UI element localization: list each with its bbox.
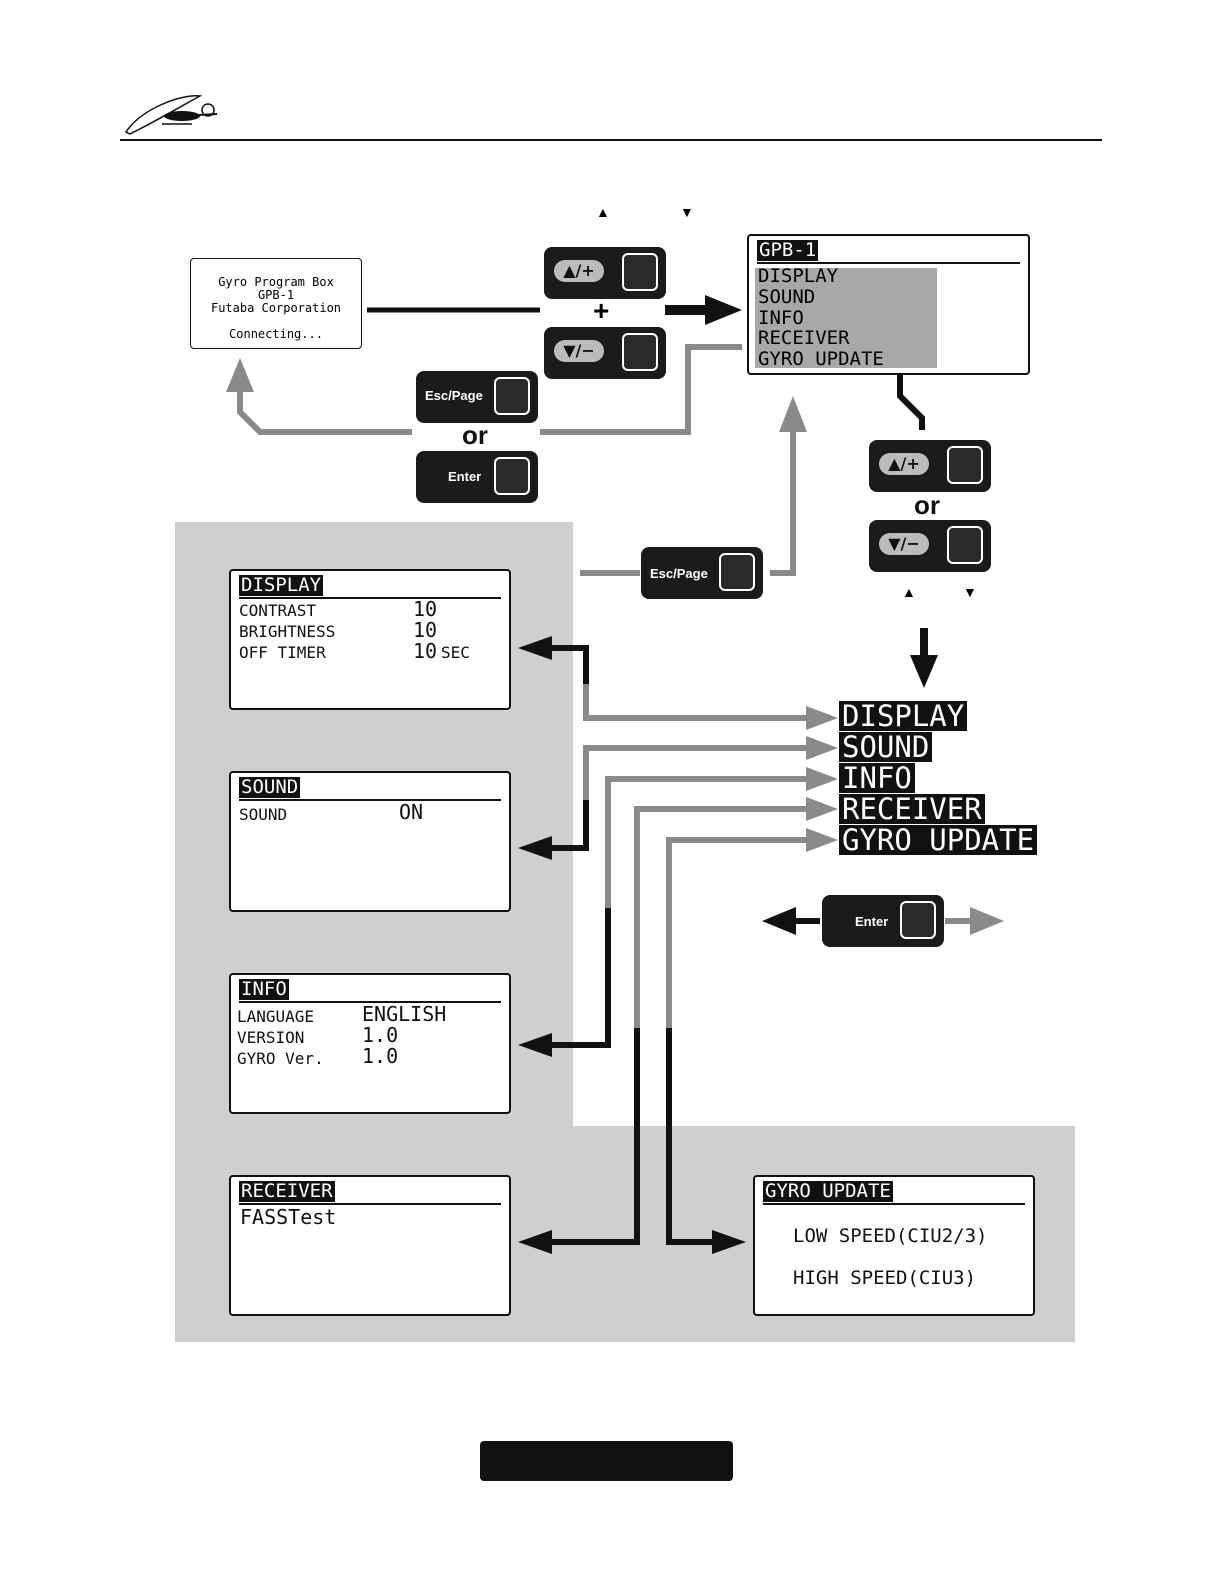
helicopter-logo-icon [122,88,222,138]
menu-list-item-info: INFO [839,763,915,793]
menu-list-item-receiver: RECEIVER [839,794,985,824]
sound-screen: SOUND SOUND ON [229,771,511,912]
info-screen-title: INFO [239,978,289,1000]
sound-value[interactable]: ON [399,800,424,824]
key-pad [622,333,658,371]
main-menu-item[interactable]: RECEIVER [758,327,850,349]
receiver-screen-header: RECEIVER [239,1181,501,1205]
key-pad [622,253,658,291]
startup-screen: Gyro Program Box GPB-1 Futaba Corporatio… [190,258,362,349]
main-menu-header: GPB-1 [757,240,1020,264]
startup-line-2: GPB-1 [257,288,295,302]
gyro-update-title: GYRO UPDATE [763,1180,893,1202]
sound-label: SOUND [239,805,288,824]
up-arrow-icon: ▲ [596,204,610,220]
receiver-value[interactable]: FASSTest [240,1205,337,1229]
startup-line-4: Connecting... [229,327,323,341]
enter-label: Enter [448,469,482,484]
down-minus-label: ▼/− [879,533,929,555]
or-label: or [914,490,940,520]
menu-list-item-sound: SOUND [839,732,933,762]
header-rule [120,139,1102,141]
down-minus-label: ▼/− [554,340,604,362]
brightness-label: BRIGHTNESS [239,622,336,641]
esc-page-label: Esc/Page [650,566,708,581]
gyro-update-screen: GYRO UPDATE LOW SPEED(CIU2/3) HIGH SPEED… [753,1175,1035,1316]
language-label: LANGUAGE [237,1007,315,1026]
receiver-screen: RECEIVER FASSTest [229,1175,511,1316]
up-plus-label: ▲/+ [554,260,604,282]
gyro-version-value: 1.0 [362,1044,399,1068]
off-timer-value[interactable]: 10 [413,639,438,663]
main-menu-item[interactable]: DISPLAY [758,265,839,287]
off-timer-label: OFF TIMER [239,643,326,662]
key-pad [900,901,936,939]
version-label: VERSION [237,1028,305,1047]
sound-screen-title: SOUND [239,776,301,798]
enter-key[interactable]: Enter [416,451,538,503]
main-menu-screen: GPB-1 DISPLAY SOUND INFO RECEIVER GYRO U… [747,234,1030,375]
high-speed-option[interactable]: HIGH SPEED(CIU3) [793,1267,977,1289]
gyro-version-label: GYRO Ver. [237,1049,324,1068]
footer-bar [480,1441,733,1481]
up-plus-key[interactable]: ▲/+ [869,440,991,492]
language-value[interactable]: ENGLISH [362,1002,447,1026]
key-pad [947,446,983,484]
display-screen: DISPLAY CONTRAST 10 BRIGHTNESS 10 OFF TI… [229,569,511,710]
esc-page-key[interactable]: Esc/Page [641,547,763,599]
down-arrow-icon: ▼ [680,204,694,220]
info-screen-header: INFO [239,979,501,1003]
info-screen: INFO LANGUAGE ENGLISH VERSION 1.0 GYRO V… [229,973,511,1114]
key-pad [719,553,755,591]
gyro-update-header: GYRO UPDATE [763,1181,1025,1205]
enter-label: Enter [855,914,889,929]
contrast-label: CONTRAST [239,601,317,620]
menu-list-item-gyro-update: GYRO UPDATE [839,825,1038,855]
down-minus-key[interactable]: ▼/− [869,520,991,572]
main-menu-title: GPB-1 [757,239,819,261]
up-plus-key[interactable]: ▲/+ [544,247,666,299]
down-minus-key[interactable]: ▼/− [544,327,666,379]
plus-sign: + [593,295,610,326]
enter-key[interactable]: Enter [822,895,944,947]
main-menu-item[interactable]: GYRO UPDATE [758,348,884,370]
esc-page-key[interactable]: Esc/Page [416,371,538,423]
version-value: 1.0 [362,1023,399,1047]
brightness-value[interactable]: 10 [413,618,438,642]
contrast-value[interactable]: 10 [413,597,438,621]
main-menu-list: DISPLAY SOUND INFO RECEIVER GYRO UPDATE [755,265,937,370]
low-speed-option[interactable]: LOW SPEED(CIU2/3) [793,1225,988,1247]
menu-list-item-display: DISPLAY [839,701,968,731]
up-arrow-icon: ▲ [902,584,916,600]
startup-line-1: Gyro Program Box [218,275,334,289]
key-pad [494,377,530,415]
up-plus-label: ▲/+ [879,453,929,475]
or-label: or [462,420,488,450]
off-timer-unit: SEC [441,643,470,662]
key-pad [947,526,983,564]
esc-page-label: Esc/Page [425,388,483,403]
main-menu-item[interactable]: INFO [758,307,804,329]
display-screen-header: DISPLAY [239,575,501,599]
key-pad [494,457,530,495]
main-menu-item[interactable]: SOUND [758,286,816,308]
down-arrow-icon: ▼ [963,584,977,600]
startup-line-3: Futaba Corporation [210,301,342,315]
display-screen-title: DISPLAY [239,574,324,596]
receiver-screen-title: RECEIVER [239,1180,335,1202]
sound-screen-header: SOUND [239,777,501,801]
